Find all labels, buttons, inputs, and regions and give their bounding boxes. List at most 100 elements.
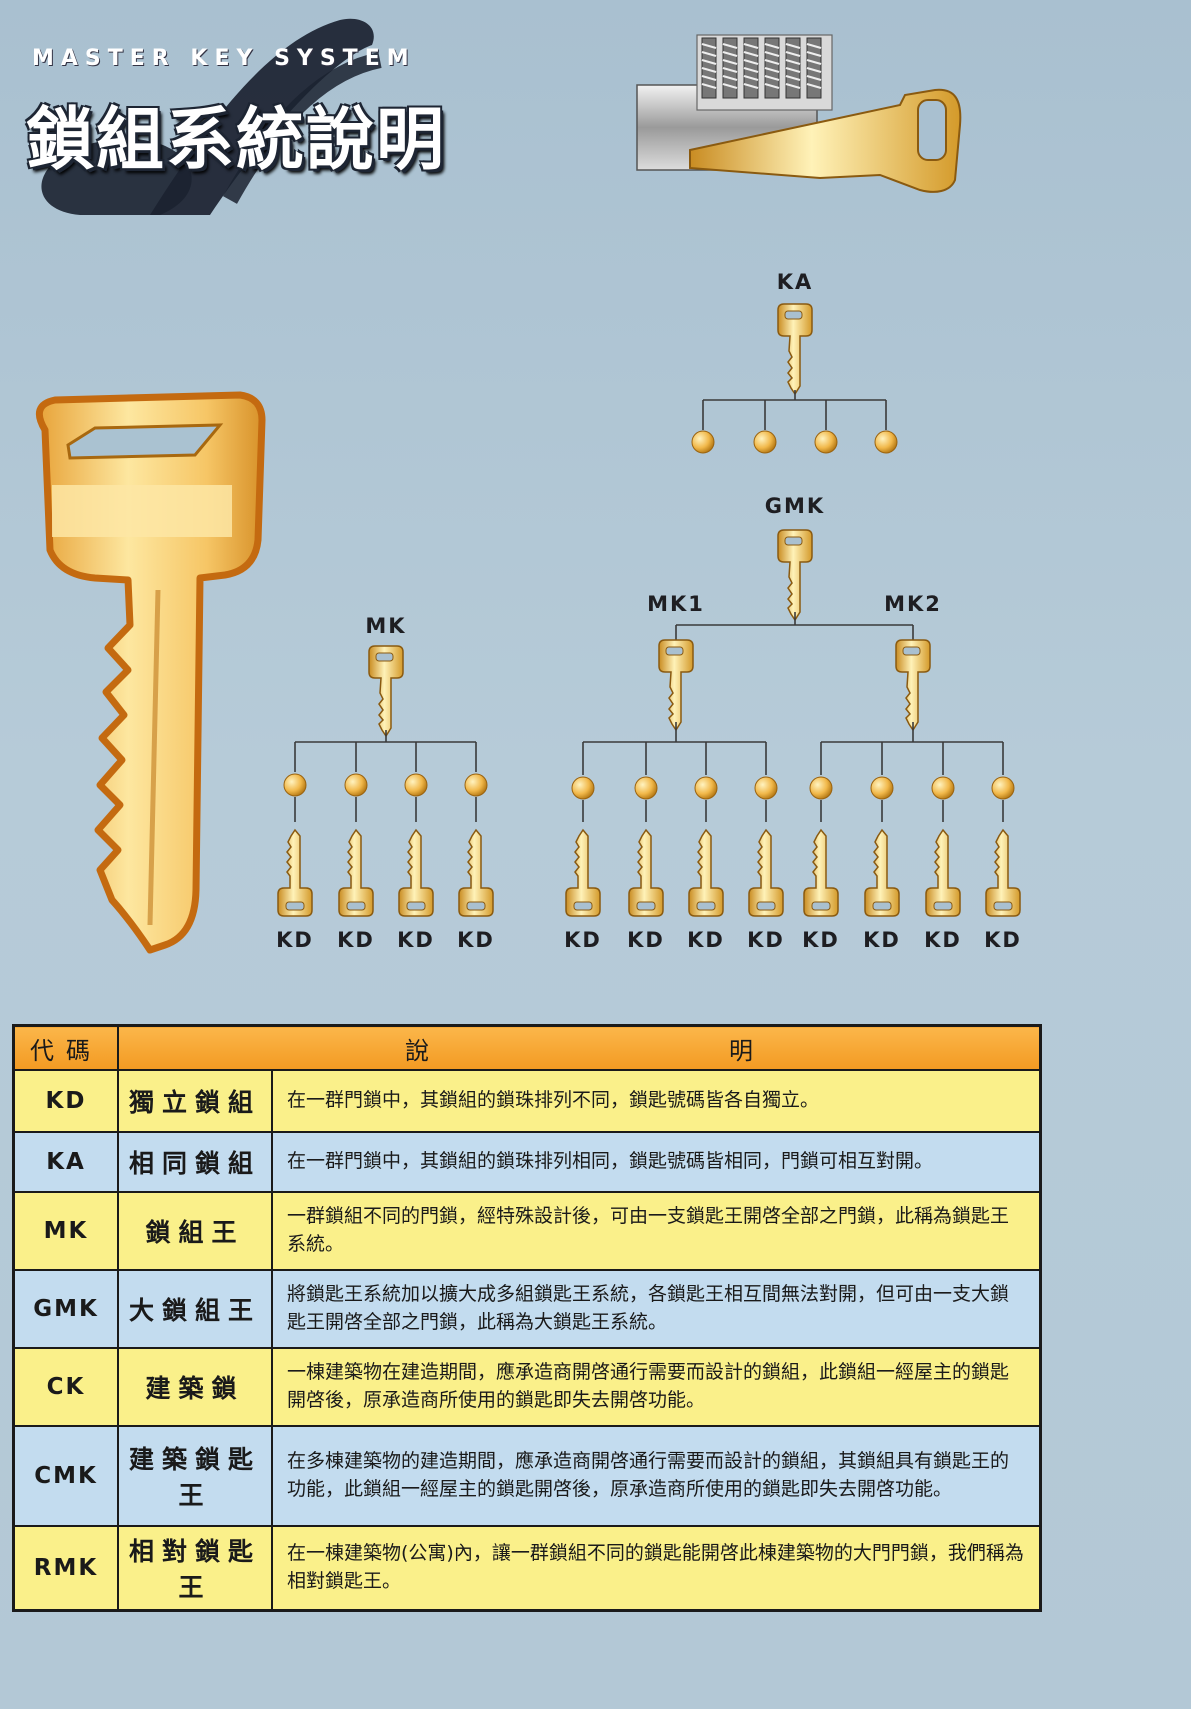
header-code: 代碼 bbox=[12, 1024, 119, 1071]
master-key-icon bbox=[368, 645, 404, 738]
logo-mark bbox=[41, 18, 382, 215]
row-description: 將鎖匙王系統加以擴大成多組鎖匙王系統，各鎖匙王相互間無法對開，但可由一支大鎖匙王… bbox=[271, 1269, 1042, 1349]
pin-spring bbox=[764, 43, 780, 49]
pin-spring bbox=[806, 59, 822, 65]
key-hole bbox=[375, 652, 394, 662]
table-header-row: 代碼 說明 bbox=[12, 1024, 1042, 1071]
key-shape bbox=[985, 828, 1021, 917]
row-name: 建築鎖匙王 bbox=[117, 1425, 273, 1527]
pin-spring bbox=[701, 59, 717, 65]
pin-spring bbox=[806, 43, 822, 49]
pin-spring bbox=[743, 75, 759, 81]
pin-spring bbox=[722, 59, 738, 65]
label-kd: KD bbox=[457, 928, 495, 952]
pin-spring bbox=[785, 75, 801, 81]
pin-spring bbox=[806, 51, 822, 57]
key-shape bbox=[565, 828, 601, 917]
key-hole bbox=[902, 646, 921, 656]
label-kd: KD bbox=[397, 928, 435, 952]
label-kd: KD bbox=[337, 928, 375, 952]
kd-key-icon bbox=[565, 828, 601, 917]
key-hole bbox=[466, 901, 486, 911]
kd-key-icon bbox=[688, 828, 724, 917]
lock-cylinder-dot bbox=[691, 430, 715, 454]
key-shape bbox=[628, 828, 664, 917]
header-desc-left: 說 bbox=[405, 1036, 429, 1065]
lock-cylinder-dot bbox=[344, 773, 368, 797]
pin-spring bbox=[701, 51, 717, 57]
key-hole bbox=[784, 536, 803, 546]
lock-cylinder-dot bbox=[931, 776, 955, 800]
pin-spring bbox=[701, 67, 717, 73]
lock-cylinder-dot bbox=[809, 776, 833, 800]
key-hole bbox=[756, 901, 776, 911]
pin-spring bbox=[806, 83, 822, 89]
label-gmk: GMK bbox=[764, 494, 826, 518]
key-shape bbox=[458, 828, 494, 917]
pin-spring bbox=[701, 83, 717, 89]
pin-spring bbox=[806, 67, 822, 73]
key-hole bbox=[285, 901, 305, 911]
label-mk2: MK2 bbox=[884, 592, 942, 616]
row-description: 一棟建築物在建造期間，應承造商開啓通行需要而設計的鎖組，此鎖組一經屋主的鎖匙開啓… bbox=[271, 1347, 1042, 1427]
key-shape bbox=[777, 529, 813, 622]
key-shape bbox=[338, 828, 374, 917]
kd-key-icon bbox=[628, 828, 664, 917]
pin-spring bbox=[743, 59, 759, 65]
pin-spring bbox=[764, 67, 780, 73]
row-code: RMK bbox=[12, 1525, 119, 1611]
pin-spring bbox=[785, 67, 801, 73]
row-code: MK bbox=[12, 1191, 119, 1271]
key-hole bbox=[784, 310, 803, 320]
pin-spring bbox=[743, 83, 759, 89]
kd-key-icon bbox=[338, 828, 374, 917]
label-kd: KD bbox=[747, 928, 785, 952]
row-description: 在一群門鎖中，其鎖組的鎖珠排列相同，鎖匙號碼皆相同，門鎖可相互對開。 bbox=[271, 1131, 1042, 1193]
kd-key-icon bbox=[458, 828, 494, 917]
lock-cylinder-dot bbox=[694, 776, 718, 800]
key-hole bbox=[933, 901, 953, 911]
row-name: 鎖組王 bbox=[117, 1191, 273, 1271]
pin-spring bbox=[743, 51, 759, 57]
key-shape bbox=[803, 828, 839, 917]
pin-spring bbox=[722, 43, 738, 49]
key-shape bbox=[864, 828, 900, 917]
pin-spring bbox=[764, 83, 780, 89]
pin-spring bbox=[764, 51, 780, 57]
pin-spring bbox=[785, 51, 801, 57]
key-hole bbox=[993, 901, 1013, 911]
key-hole bbox=[346, 901, 366, 911]
row-code: CK bbox=[12, 1347, 119, 1427]
kd-key-icon bbox=[748, 828, 784, 917]
label-ka: KA bbox=[776, 270, 814, 294]
row-name: 獨立鎖組 bbox=[117, 1069, 273, 1133]
lock-cylinder-dot bbox=[464, 773, 488, 797]
key-shape bbox=[658, 639, 694, 732]
row-code: CMK bbox=[12, 1425, 119, 1527]
title-block: MASTER KEY SYSTEM 鎖組系統說明 bbox=[20, 0, 460, 240]
key-shape bbox=[895, 639, 931, 732]
lock-cylinder-dot bbox=[634, 776, 658, 800]
page-title: 鎖組系統說明 bbox=[26, 101, 447, 180]
row-description: 在一棟建築物(公寓)內，讓一群鎖組不同的鎖匙能開啓此棟建築物的大門門鎖，我們稱為… bbox=[271, 1525, 1042, 1611]
large-key-illustration bbox=[35, 391, 266, 954]
key-shape bbox=[368, 645, 404, 738]
kd-key-icon bbox=[864, 828, 900, 917]
pin-spring bbox=[722, 51, 738, 57]
label-kd: KD bbox=[863, 928, 901, 952]
lock-cylinder-dot bbox=[753, 430, 777, 454]
key-hierarchy-tree bbox=[277, 303, 1021, 917]
label-mk: MK bbox=[365, 614, 407, 638]
lock-cylinder-dot bbox=[571, 776, 595, 800]
label-kd: KD bbox=[687, 928, 725, 952]
row-code: KD bbox=[12, 1069, 119, 1133]
row-description: 在一群門鎖中，其鎖組的鎖珠排列不同，鎖匙號碼皆各自獨立。 bbox=[271, 1069, 1042, 1133]
kd-key-icon bbox=[925, 828, 961, 917]
